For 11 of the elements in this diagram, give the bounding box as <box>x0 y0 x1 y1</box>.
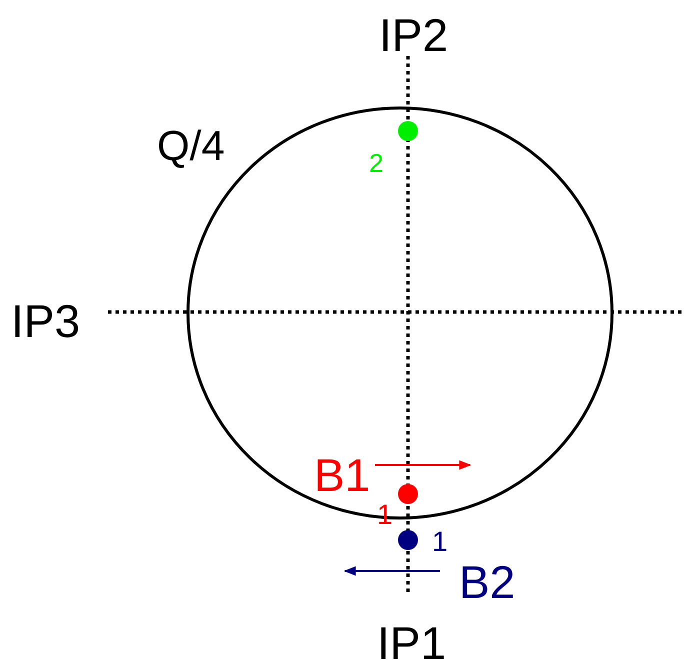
quadrant-label: Q/4 <box>157 125 225 167</box>
beam-dot <box>398 484 418 504</box>
ip-label: IP3 <box>11 298 80 344</box>
bunch-number: 1 <box>432 528 448 556</box>
beam-dot <box>398 530 418 550</box>
beam-label: B1 <box>314 452 370 498</box>
bunch-number: 2 <box>369 150 384 176</box>
beam-label: B2 <box>459 559 516 605</box>
ip-label: IP2 <box>379 12 448 58</box>
beam-dot <box>398 121 418 141</box>
ip-label: IP1 <box>377 620 446 664</box>
